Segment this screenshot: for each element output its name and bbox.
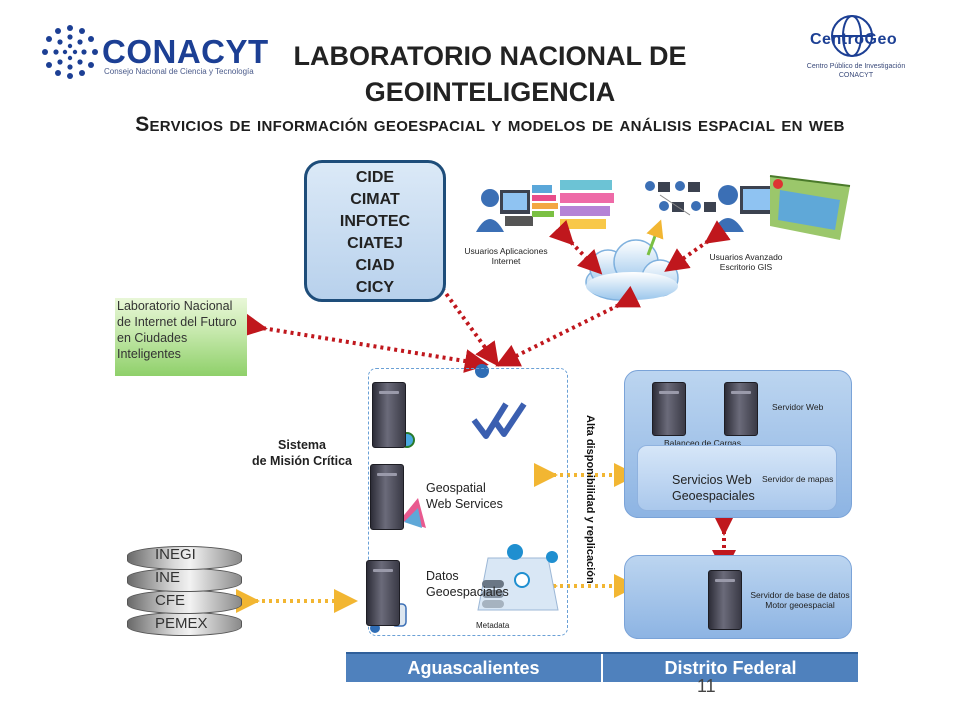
server-icon bbox=[370, 464, 404, 530]
high-availability-label: Alta disponibilidad y replicación bbox=[584, 415, 596, 584]
geospatial-web-services-label: Geospatial Web Services bbox=[426, 480, 503, 512]
servicios-web-label: Servicios Web Geoespaciales bbox=[672, 472, 755, 504]
datos-geoespaciales-label: Datos Geoespaciales bbox=[426, 568, 509, 600]
institutions-list: CIDE CIMAT INFOTEC CIATEJ CIAD CICY bbox=[307, 167, 443, 299]
datos-line1: Datos bbox=[426, 569, 459, 583]
server-icon bbox=[724, 382, 758, 436]
system-label: Sistema de Misión Crítica bbox=[232, 437, 372, 469]
server-icon bbox=[708, 570, 742, 630]
lab-internet-futuro-image: Laboratorio Nacional de Internet del Fut… bbox=[115, 298, 247, 376]
institutions-box: CIDE CIMAT INFOTEC CIATEJ CIAD CICY bbox=[304, 160, 446, 302]
institution-item: INFOTEC bbox=[339, 213, 411, 230]
connection-node-icon bbox=[475, 364, 489, 378]
cloud-icon bbox=[585, 219, 679, 301]
network-users-icon bbox=[645, 181, 716, 216]
users-internet-line1: Usuarios Aplicaciones bbox=[464, 246, 548, 256]
map-server-panel bbox=[637, 445, 837, 511]
servicios-line2: Geoespaciales bbox=[672, 489, 755, 503]
servidor-mapas-label: Servidor de mapas bbox=[762, 474, 834, 484]
users-internet-label: Usuarios Aplicaciones Internet bbox=[456, 246, 556, 266]
conacyt-logo-text: CONACYT bbox=[102, 33, 269, 70]
geospatial-line2: Web Services bbox=[426, 497, 503, 511]
institution-item: CICY bbox=[355, 279, 395, 296]
centrogeo-tagline: Centro Público de Investigación CONACYT bbox=[790, 62, 922, 80]
checkmark-icon bbox=[471, 402, 527, 439]
balanceo-cargas-label: Balanceo de Cargas bbox=[664, 438, 742, 448]
system-label-line2: de Misión Crítica bbox=[251, 454, 353, 468]
lab-label: Laboratorio Nacional de Internet del Fut… bbox=[117, 299, 237, 361]
centrogeo-tagline-line2: CONACYT bbox=[838, 72, 874, 79]
datos-line2: Geoespaciales bbox=[426, 585, 509, 599]
server-icon bbox=[366, 560, 400, 626]
database-name: PEMEX bbox=[155, 615, 208, 632]
database-name: INE bbox=[155, 569, 181, 586]
users-gis-line2: Escritorio GIS bbox=[719, 262, 773, 272]
users-gis-label: Usuarios Avanzado Escritorio GIS bbox=[696, 252, 796, 272]
institution-item: CIMAT bbox=[350, 191, 400, 208]
yellow-connection-arrows bbox=[236, 463, 638, 613]
metadata-icon bbox=[477, 544, 559, 611]
users-gis-line1: Usuarios Avanzado bbox=[709, 252, 783, 262]
institution-item: CIDE bbox=[355, 169, 395, 186]
footer-aguascalientes: Aguascalientes bbox=[407, 657, 540, 678]
users-internet-icon bbox=[476, 180, 614, 232]
database-layer bbox=[127, 568, 242, 592]
servicios-line1: Servicios Web bbox=[672, 473, 752, 487]
db-server-line2: Motor geoespacial bbox=[765, 600, 835, 610]
conacyt-tagline: Consejo Nacional de Ciencia y Tecnología bbox=[104, 67, 254, 76]
conacyt-logo-icon bbox=[42, 24, 98, 80]
users-internet-line2: Internet bbox=[491, 256, 521, 266]
centrogeo-tagline-line1: Centro Público de Investigación bbox=[806, 63, 906, 70]
metadata-label: Metadata bbox=[476, 621, 510, 630]
servidor-web-label: Servidor Web bbox=[772, 402, 824, 412]
server-icon bbox=[652, 382, 686, 436]
system-label-line1: Sistema bbox=[278, 438, 326, 452]
footer-distrito-federal: Distrito Federal bbox=[601, 654, 858, 682]
db-server-label: Servidor de base de datos Motor geoespac… bbox=[746, 590, 854, 610]
page-title: LABORATORIO NACIONAL DE GEOINTELIGENCIA bbox=[293, 41, 687, 107]
mission-critical-system-box bbox=[368, 368, 568, 636]
database-name: INEGI bbox=[155, 546, 196, 563]
geospatial-line1: Geospatial bbox=[426, 481, 486, 495]
centrogeo-logo-text: CentroGeo bbox=[810, 31, 898, 48]
database-name: CFE bbox=[155, 592, 185, 609]
db-server-line1: Servidor de base de datos bbox=[750, 590, 850, 600]
page-number: 11 bbox=[697, 676, 716, 696]
location-footer-bar: Aguascalientes Distrito Federal bbox=[346, 652, 858, 682]
server-icon bbox=[372, 382, 406, 448]
page-subtitle: Servicios de información geoespacial y m… bbox=[135, 113, 845, 136]
institution-item: CIAD bbox=[355, 257, 395, 274]
database-layer bbox=[127, 546, 242, 570]
institution-item: CIATEJ bbox=[347, 235, 403, 252]
users-gis-icon bbox=[712, 175, 851, 240]
centrogeo-globe-icon bbox=[831, 15, 873, 57]
